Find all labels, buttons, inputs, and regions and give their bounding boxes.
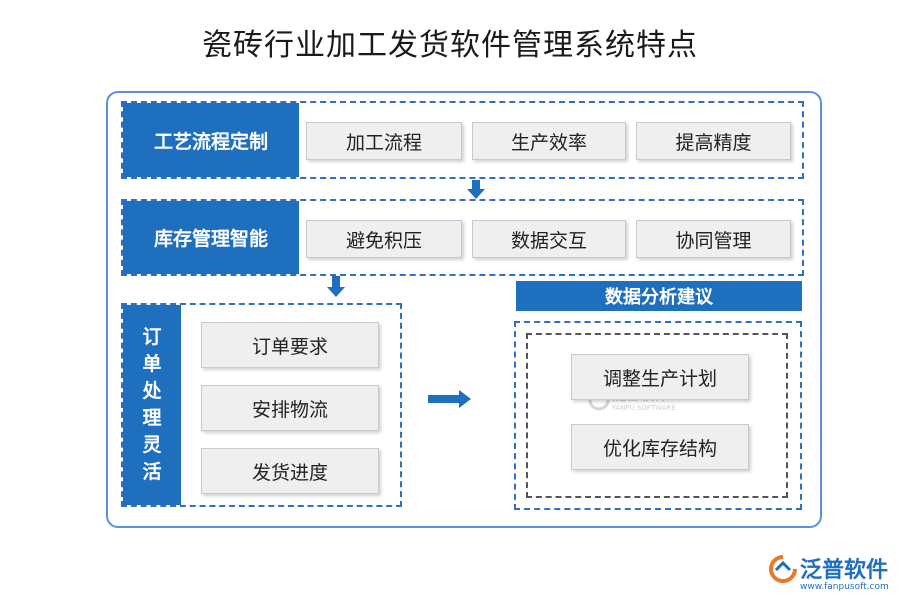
item-optimize-inventory: 优化库存结构 xyxy=(571,424,749,470)
fanpu-logo-icon xyxy=(769,555,797,583)
item-order-requirements: 订单要求 xyxy=(201,322,379,368)
main-frame xyxy=(106,91,822,528)
item-shipping-progress: 发货进度 xyxy=(201,448,379,494)
order-label-char: 处 xyxy=(142,380,162,402)
order-panel: 订 单 处 理 灵 活 订单要求 安排物流 发货进度 xyxy=(121,303,402,507)
watermark-sub: FANPU SOFTWARE xyxy=(612,404,676,412)
analysis-inner-frame xyxy=(526,333,788,498)
item-processing-flow: 加工流程 xyxy=(306,122,462,160)
logo-url: www.fanpusoft.com xyxy=(800,582,889,592)
page-title: 瓷砖行业加工发货软件管理系统特点 xyxy=(202,28,698,63)
order-label-char: 订 xyxy=(142,326,162,348)
item-data-exchange: 数据交互 xyxy=(472,220,626,258)
arrow-right-icon xyxy=(428,390,471,408)
order-label-char: 理 xyxy=(142,407,162,429)
order-label-char: 活 xyxy=(142,461,162,483)
analysis-title: 数据分析建议 xyxy=(516,281,802,311)
row-process-customization: 工艺流程定制 加工流程 生产效率 提高精度 xyxy=(121,101,804,179)
order-label: 订 单 处 理 灵 活 xyxy=(123,305,181,505)
logo-brand: 泛普软件 xyxy=(800,558,889,583)
item-avoid-overstock: 避免积压 xyxy=(306,220,462,258)
analysis-panel: 泛普软件 FANPU SOFTWARE 调整生产计划 优化库存结构 xyxy=(514,321,802,510)
row-label: 库存管理智能 xyxy=(123,201,299,274)
order-label-char: 灵 xyxy=(142,434,162,456)
order-label-char: 单 xyxy=(142,353,162,375)
item-production-efficiency: 生产效率 xyxy=(472,122,626,160)
item-precision: 提高精度 xyxy=(636,122,791,160)
row-inventory-smart: 库存管理智能 避免积压 数据交互 协同管理 xyxy=(121,199,804,276)
fanpu-logo: 泛普软件 www.fanpusoft.com xyxy=(768,552,894,596)
item-collaborative-management: 协同管理 xyxy=(636,220,791,258)
row-label: 工艺流程定制 xyxy=(123,103,299,177)
item-adjust-production-plan: 调整生产计划 xyxy=(571,354,749,400)
arrow-down-icon xyxy=(327,276,345,297)
arrow-down-icon xyxy=(467,180,485,199)
item-arrange-logistics: 安排物流 xyxy=(201,385,379,431)
